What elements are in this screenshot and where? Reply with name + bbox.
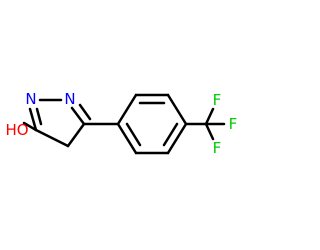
- molecule-structure: N N HO F F F: [5, 90, 237, 157]
- bond-c5-o: [22, 121, 38, 132]
- bond-c-f3: [204, 122, 215, 141]
- bond-n2-c3: [70, 106, 86, 126]
- bond-ph-6: [116, 122, 138, 155]
- bond-ph-inner-2: [162, 122, 179, 147]
- bonds: [22, 93, 226, 155]
- bond-ph-inner-3: [125, 122, 142, 147]
- atom-labels: N N HO F F F: [5, 90, 237, 157]
- atom-f3-label: F: [213, 139, 222, 157]
- bond-c5-n1: [28, 107, 38, 132]
- bond-ph-1: [116, 93, 138, 126]
- bond-c-f1: [204, 107, 215, 126]
- bond-ph-4: [166, 122, 188, 155]
- atom-n1-label: N: [25, 90, 36, 108]
- atom-f1-label: F: [213, 91, 222, 109]
- bond-c5-n1-double: [35, 107, 43, 126]
- atom-f2-label: F: [229, 115, 238, 133]
- bond-c4-c5: [34, 128, 70, 148]
- atom-ho-label: HO: [5, 121, 28, 139]
- bond-n2-c3-double: [78, 103, 92, 121]
- bond-ph-3: [166, 93, 188, 126]
- bond-c3-c4: [66, 122, 86, 148]
- atom-n2-label: N: [64, 90, 75, 108]
